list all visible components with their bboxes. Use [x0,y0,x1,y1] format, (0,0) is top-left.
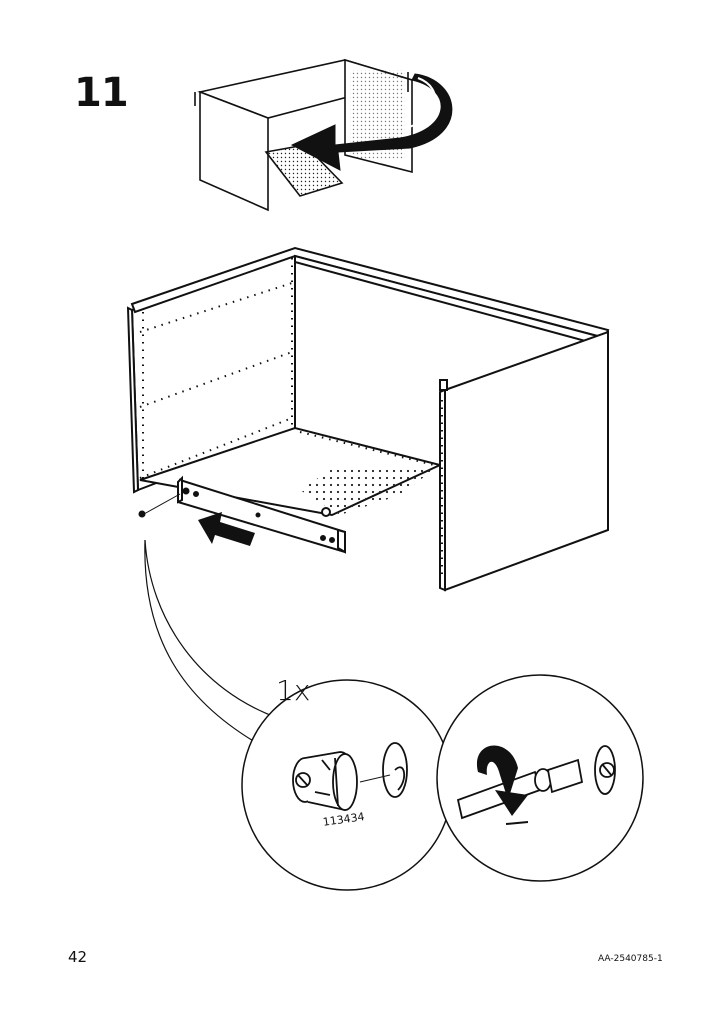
detail-circle-right [436,674,644,882]
push-arrow-icon [198,512,255,546]
quantity-label: 1x [276,674,311,707]
cabinet-overview-icon [194,58,415,212]
cam-lock-installed-icon [594,745,616,795]
detail-circle-left [241,679,453,891]
document-code: AA-2540785-1 [598,954,663,964]
cam-lock-icon [292,751,358,811]
rotate-arrow-icon [290,73,453,171]
guide-line [143,493,181,515]
screwdriver-turn-arrow-icon [476,745,529,825]
cam-hole-marker [138,510,146,518]
page-number: 42 [68,948,88,966]
cabinet-main [126,246,610,592]
callout-lines [144,539,279,743]
step-number: 11 [74,70,129,116]
hole-rows [139,258,293,480]
